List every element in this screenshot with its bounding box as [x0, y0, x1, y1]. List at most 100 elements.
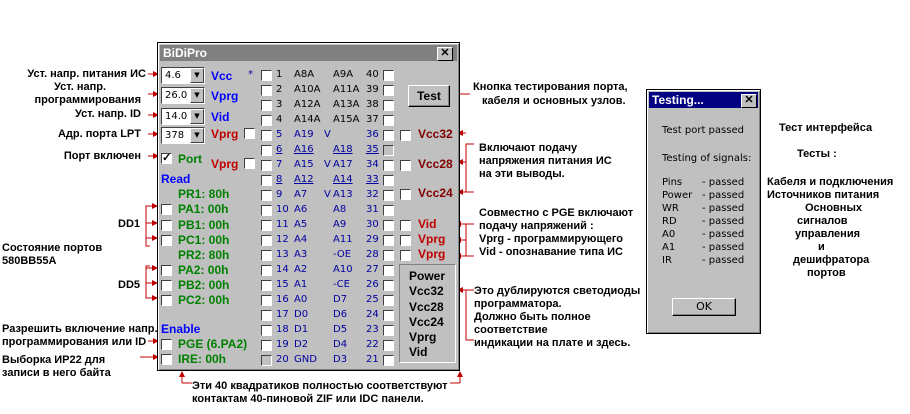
- port-address-select[interactable]: 378 ▼: [161, 127, 205, 144]
- pin-checkbox-26[interactable]: [383, 280, 394, 291]
- pc1-checkbox[interactable]: [161, 235, 172, 246]
- vprg-enable-checkbox-1[interactable]: [244, 128, 255, 139]
- pin-name-12: A4: [294, 234, 308, 245]
- pin-checkbox-8[interactable]: [261, 175, 272, 186]
- pin-checkbox-10[interactable]: [261, 205, 272, 216]
- pin-checkbox-1[interactable]: [261, 70, 272, 81]
- chevron-down-icon[interactable]: ▼: [190, 109, 204, 124]
- pin-checkbox-36[interactable]: [383, 130, 394, 141]
- note-dd1: DD1: [118, 218, 141, 230]
- vprg-pin-checkbox-2[interactable]: [400, 250, 411, 261]
- pin-checkbox-34[interactable]: [383, 160, 394, 171]
- chevron-down-icon[interactable]: ▼: [190, 88, 204, 103]
- port-label: Port: [178, 152, 202, 166]
- pin-checkbox-12[interactable]: [261, 235, 272, 246]
- test-row-status: - passed: [702, 203, 745, 214]
- pin-checkbox-18[interactable]: [261, 325, 272, 336]
- pin-checkbox-9[interactable]: [261, 190, 272, 201]
- pin-checkbox-24[interactable]: [383, 310, 394, 321]
- pc2-checkbox[interactable]: [161, 295, 172, 306]
- pin-checkbox-37[interactable]: [383, 115, 394, 126]
- pin-checkbox-2[interactable]: [261, 85, 272, 96]
- pin-checkbox-5[interactable]: [261, 130, 272, 141]
- pin-checkbox-39[interactable]: [383, 85, 394, 96]
- test-row-status: - passed: [702, 229, 745, 240]
- note-pge-1: Совместно с PGE включают: [479, 207, 634, 219]
- ire-checkbox[interactable]: [161, 354, 172, 365]
- pin-name-20: GND: [294, 354, 317, 365]
- test-button[interactable]: Test: [408, 85, 450, 107]
- pin-name-35: A18: [333, 144, 353, 155]
- pin-checkbox-25[interactable]: [383, 295, 394, 306]
- note-test-button-2: кабеля и основных узлов.: [482, 95, 626, 107]
- pin-checkbox-17[interactable]: [261, 310, 272, 321]
- pin-name-27: A10: [333, 264, 353, 275]
- vcc32-checkbox[interactable]: [400, 130, 411, 141]
- pin-checkbox-35[interactable]: [383, 145, 394, 156]
- vcc32-label: Vcc32: [418, 127, 453, 141]
- ok-button[interactable]: OK: [672, 298, 736, 316]
- pin-name-40: A9A: [333, 69, 354, 80]
- pin-checkbox-22[interactable]: [383, 340, 394, 351]
- pin-checkbox-38[interactable]: [383, 100, 394, 111]
- pin-name-14: A2: [294, 264, 308, 275]
- vid-select[interactable]: 14.0 ▼: [161, 108, 205, 125]
- pin-name-29: A11: [333, 234, 353, 245]
- pin-number-14: 14: [276, 264, 289, 275]
- pin-name-4: A14A: [294, 114, 321, 125]
- pin-checkbox-3[interactable]: [261, 100, 272, 111]
- chevron-down-icon[interactable]: ▼: [190, 128, 204, 143]
- pin-checkbox-29[interactable]: [383, 235, 394, 246]
- testing-close-icon[interactable]: ✕: [741, 94, 757, 108]
- vcc28-checkbox[interactable]: [400, 160, 411, 171]
- chevron-down-icon[interactable]: ▼: [190, 68, 204, 83]
- pb2-checkbox[interactable]: [161, 280, 172, 291]
- pin-checkbox-21[interactable]: [383, 355, 394, 366]
- port-address-value: 378: [165, 130, 185, 141]
- pin-checkbox-19[interactable]: [261, 340, 272, 351]
- vcc28-label: Vcc28: [418, 157, 453, 171]
- pin-checkbox-13[interactable]: [261, 250, 272, 261]
- indicator-power: Power: [409, 269, 446, 283]
- pin-number-8: 8: [276, 174, 283, 185]
- vprg-enable-checkbox-2[interactable]: [244, 158, 255, 169]
- pin-number-9: 9: [276, 189, 283, 200]
- pge-checkbox[interactable]: [161, 339, 172, 350]
- vcc24-checkbox[interactable]: [400, 189, 411, 200]
- pin-checkbox-15[interactable]: [261, 280, 272, 291]
- pin-checkbox-28[interactable]: [383, 250, 394, 261]
- pin-checkbox-16[interactable]: [261, 295, 272, 306]
- pin-checkbox-32[interactable]: [383, 190, 394, 201]
- test-row-name: A0: [662, 229, 676, 240]
- pin-checkbox-20[interactable]: [261, 355, 272, 366]
- pin-number-26: 26: [366, 279, 379, 290]
- pb1-checkbox[interactable]: [161, 220, 172, 231]
- bidipro-window: BiDiPro ✕ 4.6 ▼ 26.0 ▼ 14.0 ▼ 378 ▼ Vcc …: [157, 42, 460, 371]
- pin-checkbox-40[interactable]: [383, 70, 394, 81]
- pin-checkbox-11[interactable]: [261, 220, 272, 231]
- vprg-select[interactable]: 26.0 ▼: [161, 87, 205, 104]
- note-power-1: Включают подачу: [479, 142, 578, 154]
- port-enable-checkbox[interactable]: [161, 151, 172, 164]
- close-icon[interactable]: ✕: [437, 47, 453, 61]
- pin-checkbox-33[interactable]: [383, 175, 394, 186]
- pin-number-16: 16: [276, 294, 289, 305]
- pin-checkbox-6[interactable]: [261, 145, 272, 156]
- pin-checkbox-31[interactable]: [383, 205, 394, 216]
- pin-checkbox-27[interactable]: [383, 265, 394, 276]
- pin-checkbox-30[interactable]: [383, 220, 394, 231]
- pa1-checkbox[interactable]: [161, 204, 172, 215]
- pa2-checkbox[interactable]: [161, 265, 172, 276]
- pin-checkbox-4[interactable]: [261, 115, 272, 126]
- vcc-select[interactable]: 4.6 ▼: [161, 67, 205, 84]
- pin-checkbox-7[interactable]: [261, 160, 272, 171]
- pin-number-34: 34: [366, 159, 379, 170]
- note-basic-2: сигналов: [797, 215, 848, 227]
- test-row-name: RD: [662, 216, 677, 227]
- pin-name-30: A9: [333, 219, 347, 230]
- pin-number-35: 35: [366, 144, 379, 155]
- vid-pin-checkbox[interactable]: [400, 220, 411, 231]
- vprg-pin-checkbox-1[interactable]: [400, 235, 411, 246]
- pin-checkbox-23[interactable]: [383, 325, 394, 336]
- pin-checkbox-14[interactable]: [261, 265, 272, 276]
